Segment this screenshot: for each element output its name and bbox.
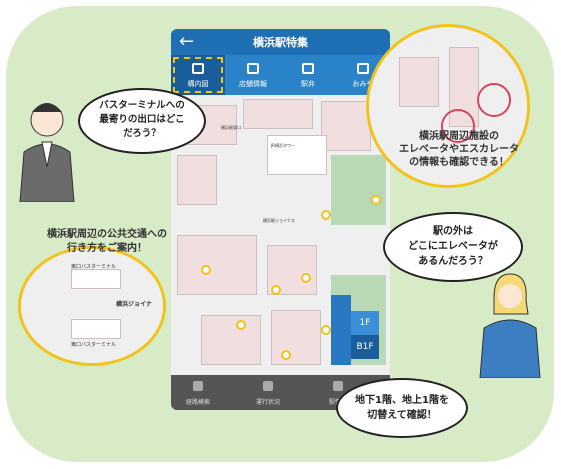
bento-icon [302,63,314,74]
bubble-line: 切替えて確認！ [367,410,437,421]
tab-bento[interactable]: 駅弁 [281,55,335,95]
nav-label: 経路検索 [185,399,210,406]
floor-1f-button[interactable]: 1F [351,311,379,335]
zoom-label: 東口バスターミナル [71,264,117,270]
callout-line: 横浜駅周辺の公共交通への [47,229,167,240]
route-icon [193,381,203,391]
shop-icon [247,63,259,74]
nav-route-search[interactable]: 経路検索 [171,375,225,410]
callout-line: エレベータやエスカレータ [399,144,519,155]
station-icon [333,381,343,391]
facility-marker[interactable] [321,325,331,335]
facility-marker[interactable] [281,350,291,360]
speech-bubble-floor-switch: 地下1階、地上1階を 切替えて確認！ [336,378,468,438]
bubble-line: 駅の外は [433,226,473,237]
facility-marker[interactable] [371,195,381,205]
map-icon [192,63,204,74]
map-building [177,155,217,205]
bubble-line: 最寄りの出口はどこ [99,114,185,125]
map-building [243,99,313,129]
speech-bubble-bus-terminal: バスターミナルへの 最寄りの出口はどこ だろう？ [78,88,206,154]
man-illustration [19,103,75,202]
tab-label: おみや [352,80,374,88]
bubble-line: どこにエレベータが [408,241,498,252]
callout-public-transit: 横浜駅周辺の公共交通への 行き方をご案内！ [22,228,192,256]
callout-line: 横浜駅周辺施設の [419,131,499,142]
app-screen: ← 横浜駅特集 構内図 店舗情報 駅弁 おみや [171,29,390,410]
map-building [201,315,261,365]
map-label-east-exit: 横浜駅東口 [221,125,241,130]
callout-line: 行き方をご案内！ [67,243,147,254]
speech-bubble-elevator: 駅の外は どこにエレベータが あるんだろう？ [383,212,523,282]
app-title: 横浜駅特集 [253,36,308,49]
bubble-line: 地下1階、地上1階を [355,395,449,406]
back-arrow-icon[interactable]: ← [179,31,195,52]
highlight-circle [441,109,475,143]
zoom-circle-bus-terminal: 東口バスターミナル 横浜ジョイナ 東口バスターミナル [18,246,166,366]
facility-marker[interactable] [201,265,211,275]
map-label-tower: JR横浜タワー [271,143,295,148]
map-building [271,310,321,365]
facility-marker[interactable] [271,285,281,295]
bubble-line: あるんだろう？ [418,256,488,267]
map-building [321,101,371,151]
callout-line: の情報も確認できる！ [409,157,509,168]
facility-marker[interactable] [321,210,331,220]
tab-focus-outline [173,57,223,93]
tab-label: 駅弁 [301,80,315,88]
map-building [71,269,121,289]
floor-b1f-button[interactable]: B1F [351,335,379,359]
map-building [177,235,257,295]
tab-label: 構内図 [187,80,209,88]
bubble-line: だろう？ [123,128,161,139]
map-building [399,57,439,107]
nav-service-status[interactable]: 運行状況 [241,375,295,410]
gift-icon [357,63,369,74]
map-water [331,295,351,365]
zoom-label: 東口バスターミナル [71,342,117,348]
bubble-line: バスターミナルへの [99,100,185,111]
tab-bar: 構内図 店舗情報 駅弁 おみや [171,55,390,95]
map-building [71,319,121,339]
tab-label: 店舗情報 [239,80,267,88]
map-building [267,135,327,175]
woman-illustration [479,273,541,378]
zoom-label: 横浜ジョイナ [116,301,152,308]
facility-marker[interactable] [301,273,311,283]
tab-shops[interactable]: 店舗情報 [226,55,280,95]
callout-elevator-info: 横浜駅周辺施設の エレベータやエスカレータ の情報も確認できる！ [384,130,534,169]
app-header: ← 横浜駅特集 [171,29,390,55]
facility-marker[interactable] [236,320,246,330]
train-icon [263,381,273,391]
highlight-circle [477,83,511,117]
tab-map[interactable]: 構内図 [171,55,225,95]
tab-souvenir[interactable]: おみや [336,55,390,95]
zoom-circle-elevators [366,24,530,188]
map-label-joinus: 横浜駅ジョイナス [263,218,295,223]
nav-label: 運行状況 [255,399,280,406]
